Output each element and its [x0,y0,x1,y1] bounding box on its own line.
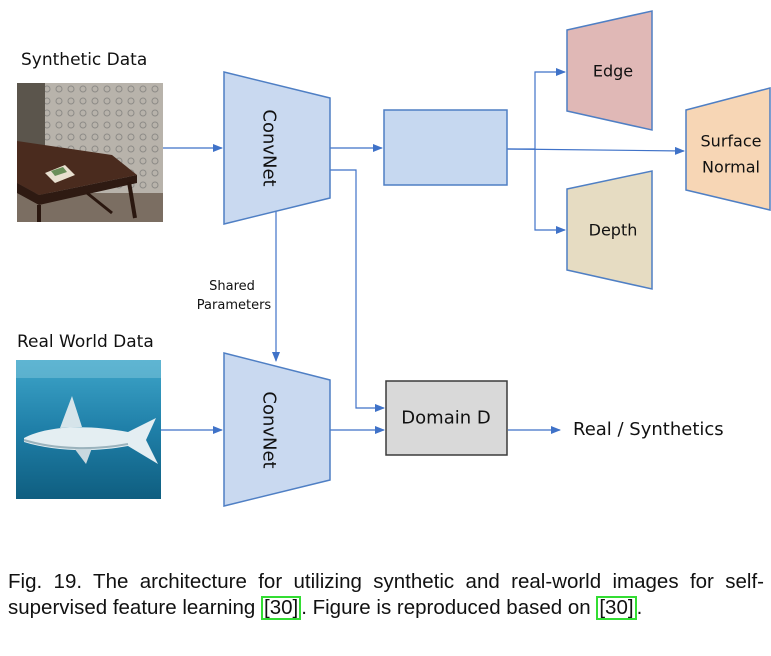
real-world-data-label: Real World Data [17,332,154,352]
shared-parameters-label-line2: Parameters [196,298,272,313]
surface-normal-label-line2: Normal [702,157,760,177]
depth-head-label: Depth [588,220,638,240]
caption-text-start: Fig. 19. The architecture for utilizing … [8,570,764,619]
depth-head-shape [566,170,653,290]
real-world-data-image [16,360,161,499]
convnet-top-label: ConvNet [258,109,280,187]
real-synthetics-output-label: Real / Synthetics [573,419,724,440]
convnet-bottom-label: ConvNet [258,391,280,469]
arrow-convnet-to-domain [330,169,385,412]
synthetic-data-image [17,83,163,222]
edge-head-label: Edge [592,61,634,81]
citation-link[interactable]: [30] [596,596,637,620]
convnet-top-shape [223,71,331,225]
architecture-diagram [161,10,771,507]
arrow-feature-to-depth [534,149,566,234]
shared-parameters-label-line1: Shared [209,279,255,294]
figure-caption: Fig. 19. The architecture for utilizing … [8,569,764,621]
arrow-feature-to-edge [507,68,566,150]
arrow-feature-to-normal [506,146,685,155]
caption-text-end: . [636,596,643,619]
edge-head-shape [566,10,653,131]
convnet-bottom-shape [223,352,331,507]
domain-discriminator-label: Domain D [401,407,491,429]
citation-link[interactable]: [30] [261,596,302,620]
domain-box [385,380,508,456]
feature-box [383,109,508,186]
surface-normal-label-line1: Surface [700,131,762,151]
synthetic-data-label: Synthetic Data [21,50,148,70]
caption-text-middle: . Figure is reproduced based on [301,596,597,619]
normal-head-shape [685,87,771,211]
